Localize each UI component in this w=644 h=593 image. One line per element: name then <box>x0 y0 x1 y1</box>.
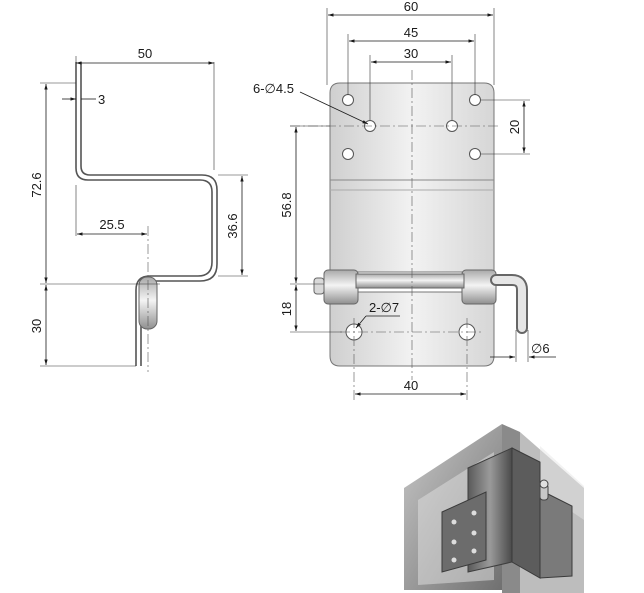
dim-top-width-label: 50 <box>138 46 152 61</box>
dim-thickness-label: 3 <box>98 92 105 107</box>
dim-total-height-label: 72.6 <box>29 172 44 197</box>
callout-pin: ∅6 <box>531 341 550 356</box>
dim-pin-height-label: 30 <box>29 319 44 333</box>
dim-hole-span-outer-label: 45 <box>404 25 418 40</box>
left-knuckle <box>323 269 359 305</box>
side-view: 50 3 72.6 25.5 36.6 30 <box>29 46 248 372</box>
callout-large-holes-leader <box>355 315 367 329</box>
iso-leaf <box>539 489 573 579</box>
dim-bottom-span-label: 40 <box>404 378 418 393</box>
middle-knuckle <box>355 273 465 289</box>
small-holes <box>342 94 481 160</box>
front-view: 60 45 30 20 6-∅4.5 56.8 18 2-∅7 <box>253 0 556 400</box>
pin-stub <box>313 277 325 295</box>
dim-offset-label: 25.5 <box>99 217 124 232</box>
dim-overall-width-label: 60 <box>404 0 418 14</box>
callout-small-holes: 6-∅4.5 <box>253 81 294 96</box>
right-knuckle <box>461 269 497 305</box>
side-profile <box>75 62 213 366</box>
dim-hole-vertical-label: 20 <box>507 120 522 134</box>
dim-depth-label: 36.6 <box>225 213 240 238</box>
isometric-view <box>404 424 584 593</box>
callout-small-holes-leader <box>299 91 369 125</box>
callout-large-holes: 2-∅7 <box>369 300 399 315</box>
dim-lower-height-label: 18 <box>279 302 294 316</box>
dim-upper-height-label: 56.8 <box>279 192 294 217</box>
dim-hole-span-inner-label: 30 <box>404 46 418 61</box>
